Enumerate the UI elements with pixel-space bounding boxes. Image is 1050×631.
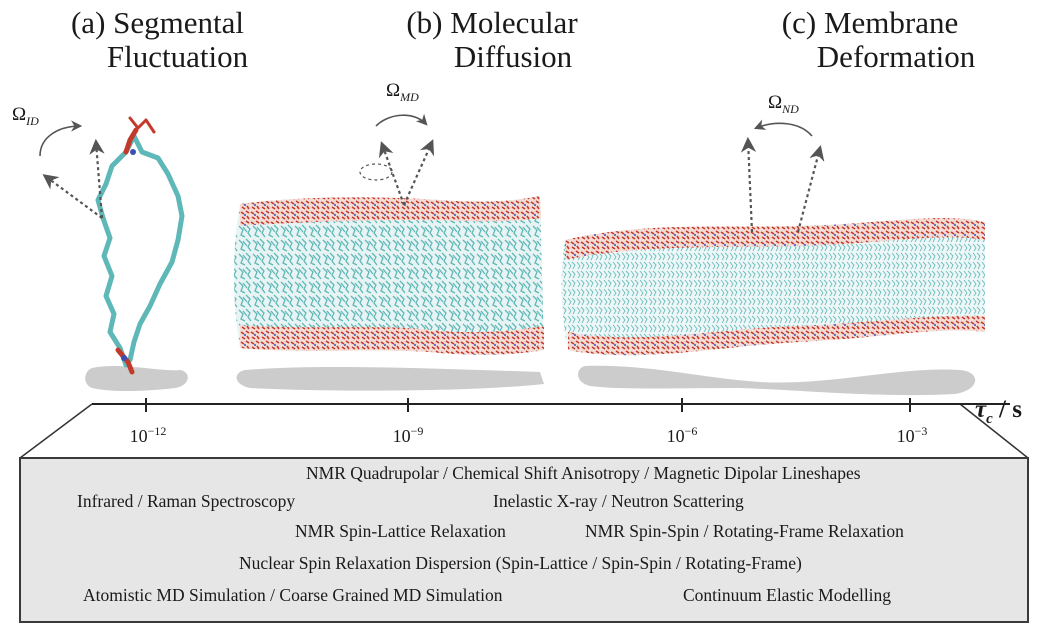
shadow-a	[85, 366, 188, 391]
omega-id-label: ΩID	[12, 104, 39, 128]
technique-relaxation-dispersion: Nuclear Spin Relaxation Dispersion (Spin…	[239, 553, 802, 573]
axis-ticks	[145, 398, 911, 412]
techniques-box: NMR Quadrupolar / Chemical Shift Anisotr…	[19, 457, 1029, 623]
motion-arrows-a	[39, 120, 105, 219]
technique-md-simulation: Atomistic MD Simulation / Coarse Grained…	[83, 585, 503, 605]
panel-title-molecular: (b) Molecular Diffusion	[392, 6, 592, 74]
technique-spin-spin: NMR Spin-Spin / Rotating-Frame Relaxatio…	[585, 521, 904, 541]
panel-title-segmental: (a) Segmental Fluctuation	[50, 6, 265, 74]
technique-infrared-raman: Infrared / Raman Spectroscopy	[77, 491, 296, 511]
panel-title-line1: Molecular	[450, 5, 578, 40]
panel-title-line1: Membrane	[823, 5, 959, 40]
bilayer-block	[234, 196, 544, 355]
technique-spin-lattice: NMR Spin-Lattice Relaxation	[295, 521, 506, 541]
motion-arrows-c	[740, 119, 825, 233]
panel-title-membrane: (c) Membrane Deformation	[755, 6, 985, 74]
panel-label: (b)	[406, 5, 443, 40]
perspective-left	[19, 403, 93, 459]
perspective-right	[959, 403, 1029, 459]
technique-continuum-elastic: Continuum Elastic Modelling	[683, 585, 892, 605]
tick-label-1e-6: 10−6	[666, 424, 698, 446]
tick-label-1e-9: 10−9	[392, 424, 424, 446]
panel-title-line2: Fluctuation	[106, 39, 249, 74]
shadow-c	[578, 365, 976, 396]
shadow-b	[236, 366, 545, 391]
panel-title-line2: Diffusion	[453, 39, 573, 74]
technique-xray-neutron: Inelastic X-ray / Neutron Scattering	[493, 491, 744, 511]
tick-label-1e-3: 10−3	[896, 424, 928, 446]
panel-label: (a)	[70, 5, 106, 40]
panel-label: (c)	[781, 5, 817, 40]
tick-label-1e-12: 10−12	[129, 424, 167, 446]
omega-md-label: ΩMD	[386, 80, 419, 104]
omega-nd-label: ΩND	[768, 92, 799, 116]
motion-arrows-b	[359, 113, 435, 206]
panel-title-line2: Deformation	[816, 39, 976, 74]
axis-unit-label: τc / s	[975, 396, 1022, 427]
lipid-molecule	[95, 116, 185, 375]
technique-nmr-lineshapes: NMR Quadrupolar / Chemical Shift Anisotr…	[306, 463, 861, 483]
panel-title-line1: Segmental	[113, 5, 244, 40]
membrane-slab	[561, 218, 985, 356]
